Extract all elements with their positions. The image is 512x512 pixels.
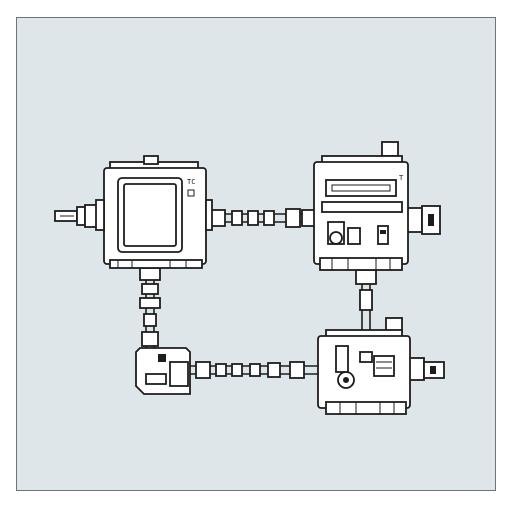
diagram-background-panel [16, 17, 496, 491]
cable-right-stub [403, 205, 441, 235]
device-top-left-label: TC [187, 178, 195, 186]
device-top-right: T [313, 141, 409, 271]
cable-right-vertical [355, 269, 377, 336]
device-top-right-label: T [399, 174, 404, 182]
device-top-left: TC [95, 155, 213, 269]
cable-left-vertical [139, 267, 161, 350]
cable-bottom-horizontal [190, 361, 318, 379]
device-bottom-right [317, 317, 411, 415]
cable-top-horizontal [207, 208, 317, 228]
device-bottom-left [135, 347, 191, 395]
